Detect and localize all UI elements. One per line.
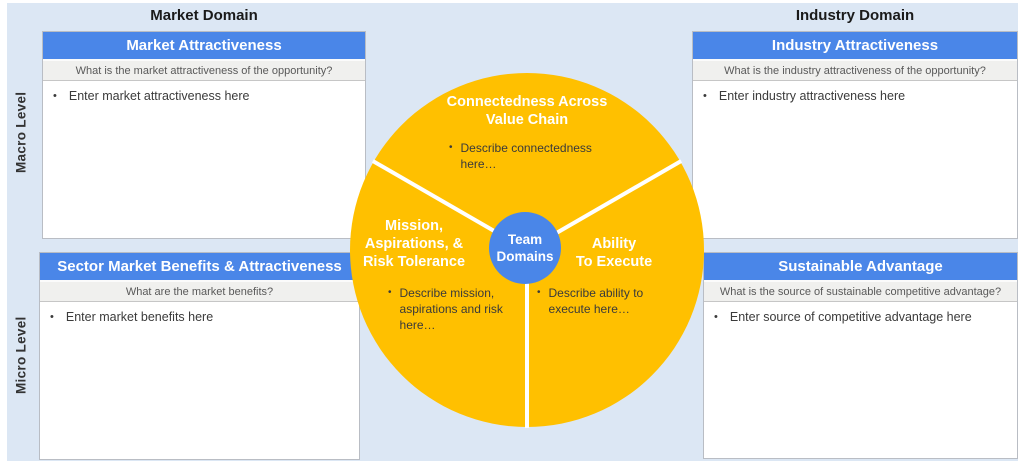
bullet-icon: • — [53, 90, 57, 102]
panel-market-attractiveness: Market Attractiveness What is the market… — [42, 31, 366, 239]
panel-sector-market-benefits: Sector Market Benefits & Attractiveness … — [39, 252, 360, 460]
placeholder-text[interactable]: Enter source of competitive advantage he… — [729, 310, 972, 324]
bullet-icon: • — [537, 287, 541, 298]
placeholder-text[interactable]: Describe mission, aspirations and risk h… — [399, 286, 503, 332]
panel-title: Market Attractiveness — [43, 32, 365, 59]
segment-title-ability: Ability To Execute — [575, 236, 653, 270]
macro-level-label: Macro Level — [13, 91, 29, 174]
bullet-icon: • — [714, 311, 718, 323]
bullet-icon: • — [388, 287, 392, 298]
panel-sustainable-advantage: Sustainable Advantage What is the source… — [703, 252, 1018, 459]
industry-domain-header: Industry Domain — [795, 7, 915, 24]
panel-body[interactable]: • Enter market attractiveness here — [43, 81, 365, 238]
segment-placeholder-mission[interactable]: • Describe mission, aspirations and risk… — [388, 285, 526, 333]
placeholder-line[interactable]: • Enter source of competitive advantage … — [714, 309, 1007, 325]
segment-placeholder-ability[interactable]: • Describe ability to execute here… — [537, 285, 661, 317]
placeholder-text[interactable]: Describe connectedness here… — [460, 141, 592, 171]
panel-industry-attractiveness: Industry Attractiveness What is the indu… — [692, 31, 1018, 239]
bullet-icon: • — [50, 311, 54, 323]
placeholder-text[interactable]: Describe ability to execute here… — [548, 286, 644, 316]
panel-question: What are the market benefits? — [40, 280, 359, 302]
bullet-icon: • — [449, 142, 453, 153]
segment-title-connectedness: Connectedness Across Value Chain — [446, 94, 608, 128]
panel-body[interactable]: • Enter source of competitive advantage … — [704, 302, 1017, 458]
panel-body[interactable]: • Enter industry attractiveness here — [693, 81, 1017, 238]
panel-title: Sustainable Advantage — [704, 253, 1017, 280]
segment-placeholder-connectedness[interactable]: • Describe connectedness here… — [449, 140, 611, 172]
panel-question: What is the industry attractiveness of t… — [693, 59, 1017, 81]
panel-title: Industry Attractiveness — [693, 32, 1017, 59]
segment-title-mission: Mission, Aspirations, & Risk Tolerance — [362, 218, 466, 270]
micro-level-label: Micro Level — [13, 316, 29, 394]
panel-body[interactable]: • Enter market benefits here — [40, 302, 359, 459]
panel-title: Sector Market Benefits & Attractiveness — [40, 253, 359, 280]
divider-line-down — [525, 250, 529, 428]
placeholder-line[interactable]: • Enter market benefits here — [50, 309, 349, 325]
panel-question: What is the source of sustainable compet… — [704, 280, 1017, 302]
placeholder-text[interactable]: Enter industry attractiveness here — [718, 89, 906, 103]
bullet-icon: • — [703, 90, 707, 102]
placeholder-text[interactable]: Enter market attractiveness here — [68, 89, 250, 103]
market-domain-header: Market Domain — [150, 7, 258, 24]
placeholder-line[interactable]: • Enter market attractiveness here — [53, 88, 355, 104]
panel-question: What is the market attractiveness of the… — [43, 59, 365, 81]
placeholder-line[interactable]: • Enter industry attractiveness here — [703, 88, 1007, 104]
team-domains-center-label: Team Domains — [489, 212, 561, 284]
placeholder-text[interactable]: Enter market benefits here — [65, 310, 214, 324]
